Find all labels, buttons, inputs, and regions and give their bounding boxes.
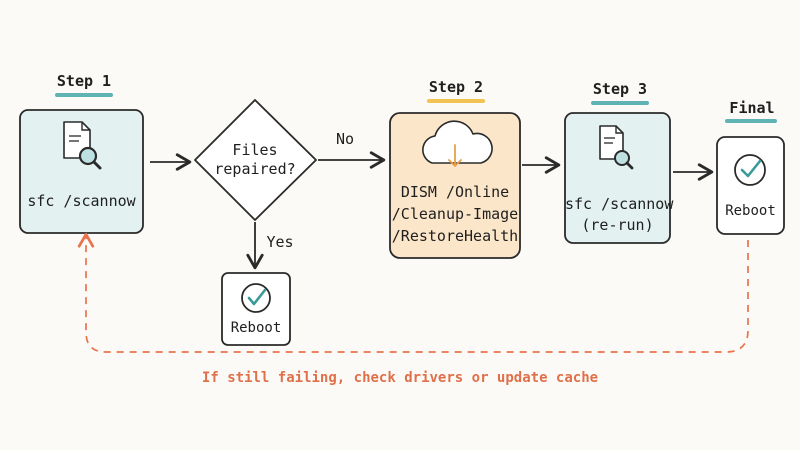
step1-underline [55, 93, 113, 97]
retry-loop-arrow [77, 232, 749, 353]
step2-line1: DISM /Online [400, 183, 510, 201]
yes-reboot-box [221, 272, 291, 346]
step3-line1: sfc /scannow [565, 195, 674, 213]
final-underline [725, 119, 777, 123]
decision-line2: repaired? [214, 160, 296, 178]
step1-command: sfc /scannow [27, 192, 136, 210]
step3-box [564, 112, 671, 244]
final-label: Final [729, 99, 775, 117]
step2-underline [427, 99, 485, 103]
check-circle-icon [241, 283, 271, 313]
step3-label: Step 3 [592, 80, 648, 98]
retry-note: If still failing, check drivers or updat… [201, 370, 599, 386]
step2-line3: /RestoreHealth [391, 227, 519, 245]
no-branch-label: No [335, 130, 355, 148]
step3-line2: (re-run) [581, 216, 654, 234]
check-circle-icon [734, 154, 766, 186]
step2-label: Step 2 [428, 78, 484, 96]
document-search-icon [599, 125, 634, 170]
document-search-icon [63, 121, 102, 170]
yes-branch-label: Yes [266, 233, 294, 251]
step3-underline [591, 101, 649, 105]
step1-label: Step 1 [56, 72, 112, 90]
cloud-download-icon [422, 120, 493, 167]
decision-line1: Files [232, 141, 278, 159]
yes-reboot-label: Reboot [230, 320, 282, 336]
decision-diamond [194, 99, 317, 221]
step2-line2: /Cleanup-Image [391, 205, 519, 223]
final-reboot-label: Reboot [725, 203, 776, 219]
